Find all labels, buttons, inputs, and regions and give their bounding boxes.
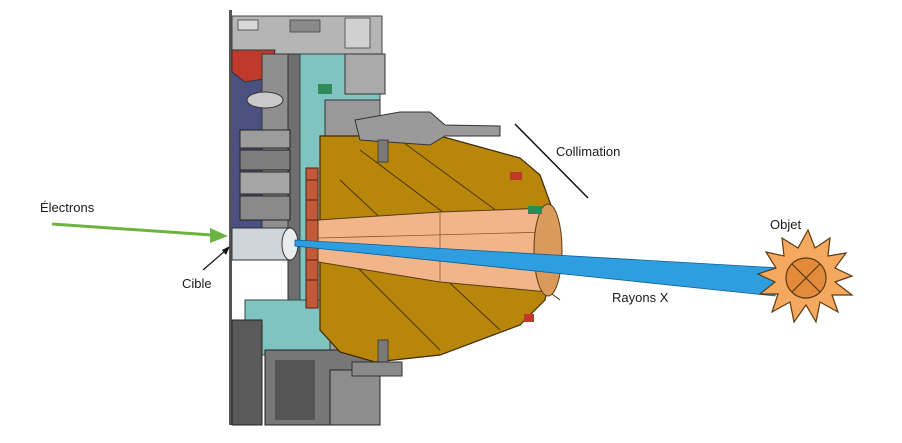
- cible-label: Cible: [182, 276, 212, 291]
- collimation-label: Collimation: [556, 144, 621, 159]
- electrons-label: Électrons: [40, 200, 95, 215]
- rayons-x-label: Rayons X: [612, 290, 669, 305]
- xray-beam: [294, 239, 781, 297]
- objet-label: Objet: [770, 217, 802, 232]
- collimation-bracket: [514, 123, 589, 199]
- electron-arrow: [51, 222, 228, 243]
- cible-pointer: [202, 246, 230, 271]
- object-icon: [756, 228, 854, 324]
